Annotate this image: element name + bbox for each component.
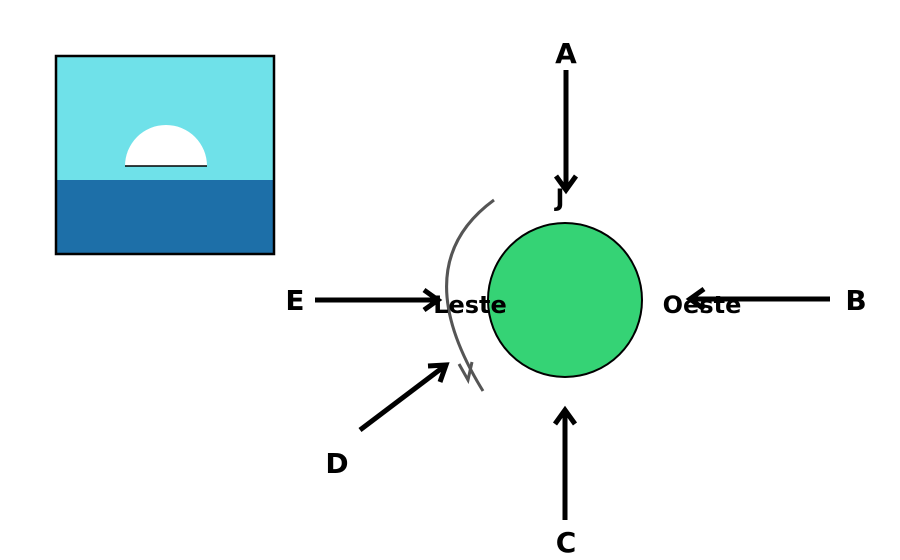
- scene-frame: [54, 54, 276, 256]
- sunrise-scene: [54, 54, 276, 256]
- sun-icon: [125, 125, 207, 166]
- arrow-a: [553, 70, 579, 195]
- globe-left-label: Leste: [433, 291, 507, 319]
- globe-top-mark: J: [554, 184, 565, 212]
- sea: [56, 180, 274, 254]
- arrow-e: [315, 287, 443, 313]
- arrow-d-label: D: [325, 447, 348, 480]
- rotation-arrow: [445, 198, 495, 392]
- globe: [487, 222, 643, 378]
- arrow-b: [685, 286, 830, 312]
- arrow-e-label: E: [285, 284, 304, 317]
- rotation-arc: [445, 198, 495, 392]
- globe-right-label: Oeste: [663, 291, 742, 319]
- rotation-arrowhead: [457, 361, 474, 385]
- arrow-c-label: C: [556, 526, 577, 559]
- arrow-d: [358, 362, 450, 432]
- arrow-c: [552, 405, 578, 520]
- arrow-b-label: B: [845, 284, 866, 317]
- arrow-a-label: A: [555, 37, 577, 70]
